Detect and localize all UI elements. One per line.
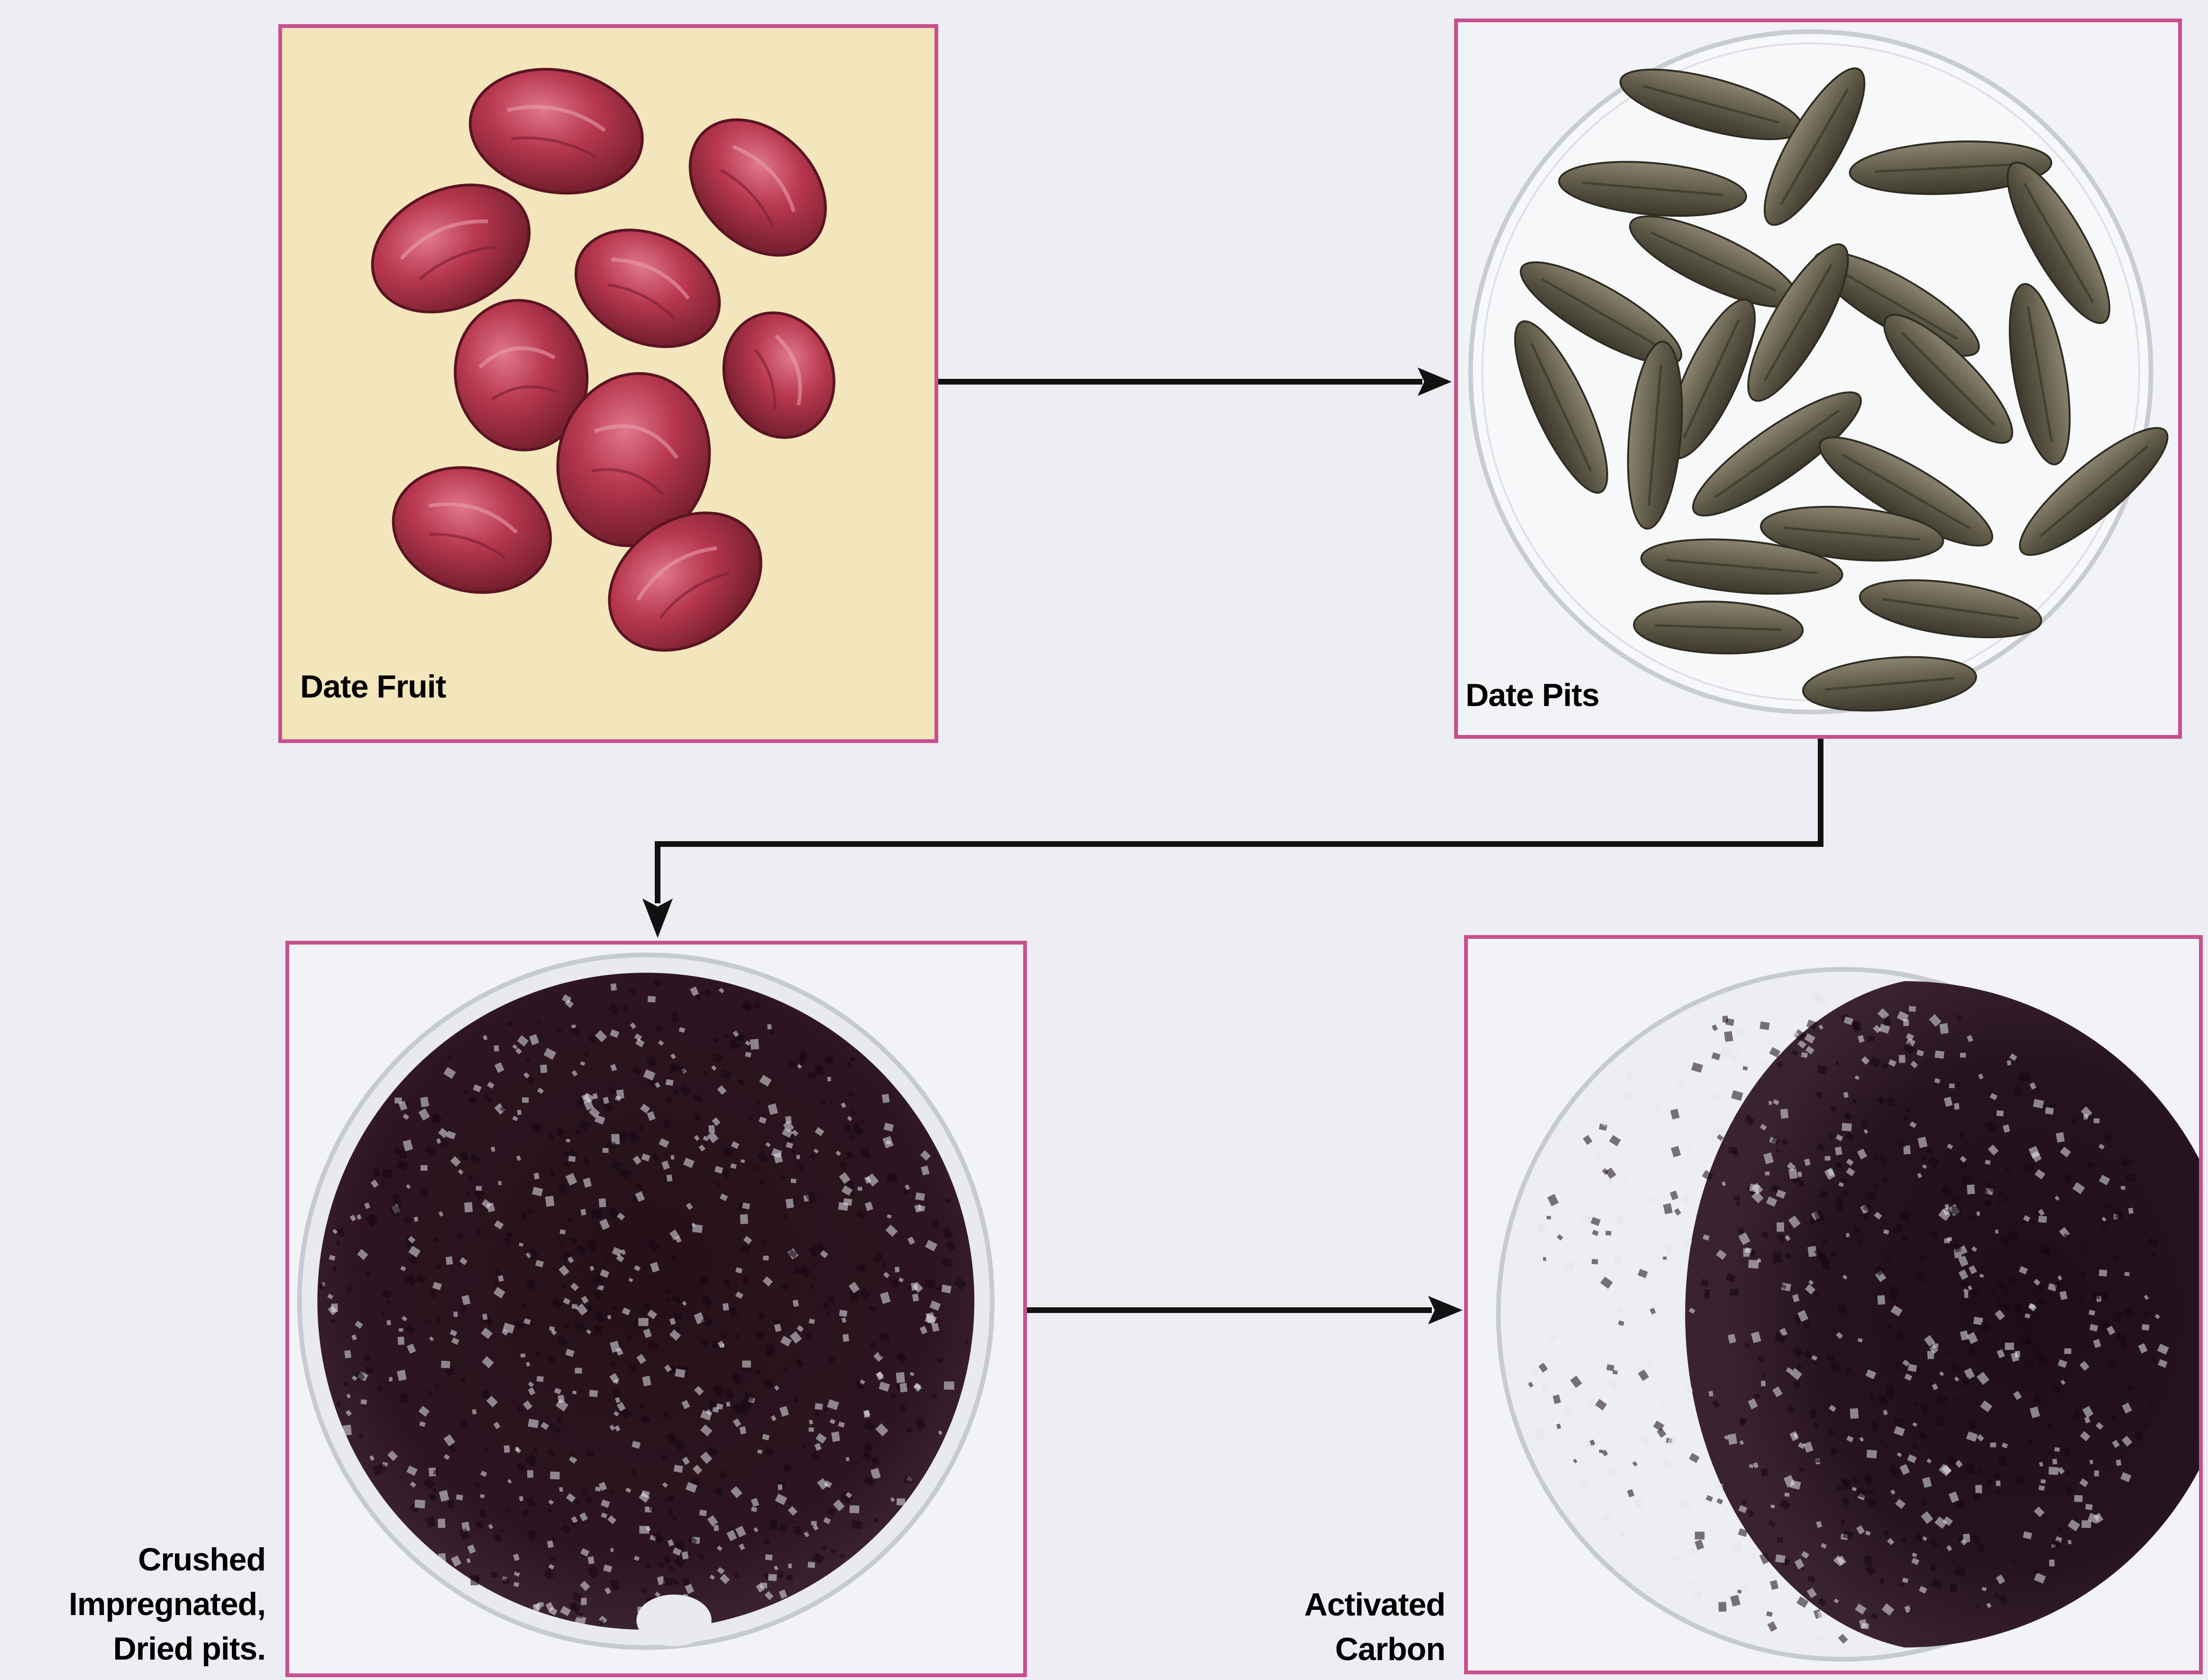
activated-carbon-label-line-2: Carbon [1304, 1627, 1445, 1671]
crushed-pits-panel [285, 941, 1027, 1677]
crushed-pits-label-line-1: Crushed [69, 1537, 266, 1582]
crushed-pits-label: Crushed Impregnated, Dried pits. [69, 1537, 266, 1671]
crushed-pits-label-line-3: Dried pits. [69, 1626, 266, 1671]
date-fruit-image [282, 28, 935, 739]
arrow-pits-to-crushed [658, 739, 1821, 903]
date-fruit [460, 56, 652, 206]
date-pits-image [1458, 22, 2178, 735]
crushed-pits-label-line-2: Impregnated, [69, 1582, 266, 1626]
date-fruit [379, 450, 565, 610]
arrowhead-pits-to-crushed [642, 899, 673, 938]
activated-carbon-label-line-1: Activated [1304, 1582, 1445, 1627]
crushed-pits-image [289, 945, 1023, 1673]
date-pits-label: Date Pits [1466, 677, 1599, 714]
date-pits-panel: Date Pits [1454, 18, 2182, 739]
activated-carbon-label: Activated Carbon [1304, 1582, 1445, 1671]
activated-carbon-image [1468, 939, 2199, 1671]
arrowhead-fruit-to-pits [1418, 367, 1452, 396]
date-fruit [706, 297, 851, 453]
date-fruit-label: Date Fruit [300, 668, 446, 705]
date-fruit [557, 208, 739, 369]
arrowhead-crushed-to-carbon [1428, 1296, 1463, 1324]
activated-carbon-panel [1464, 935, 2203, 1674]
date-fruit-panel: Date Fruit [278, 24, 938, 743]
